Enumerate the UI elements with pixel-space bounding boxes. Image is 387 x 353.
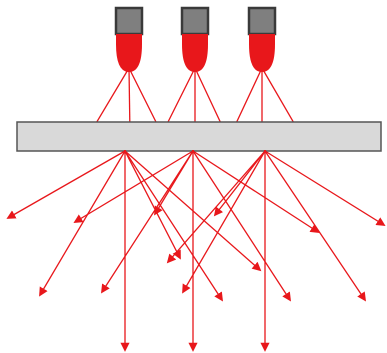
led-lens <box>249 34 275 72</box>
led-group <box>114 6 277 72</box>
incident-ray <box>261 67 299 132</box>
scattered-ray <box>73 150 194 223</box>
led-body <box>180 6 210 36</box>
scattered-ray <box>124 150 181 260</box>
scattered-ray <box>124 150 223 302</box>
led-body <box>114 6 144 36</box>
scattered-ray <box>213 150 266 217</box>
scattered-ray <box>39 150 126 297</box>
led-right <box>247 6 277 72</box>
scattered-rays <box>6 150 386 352</box>
incident-ray <box>91 67 130 132</box>
incident-rays <box>91 67 299 137</box>
led-body <box>247 6 277 36</box>
diffuser-plate <box>16 121 382 152</box>
led-lens <box>182 34 208 72</box>
scattered-ray <box>101 150 194 294</box>
incident-ray <box>128 67 161 132</box>
scattered-ray <box>182 150 266 294</box>
scattered-ray <box>6 150 126 219</box>
scattered-ray <box>264 150 386 226</box>
scattered-ray <box>154 150 194 216</box>
scattered-ray <box>264 150 367 302</box>
led-center <box>180 6 210 72</box>
led-lens <box>116 34 142 72</box>
scattered-ray <box>192 150 291 302</box>
led-left <box>114 6 144 72</box>
scattered-ray <box>192 150 320 233</box>
